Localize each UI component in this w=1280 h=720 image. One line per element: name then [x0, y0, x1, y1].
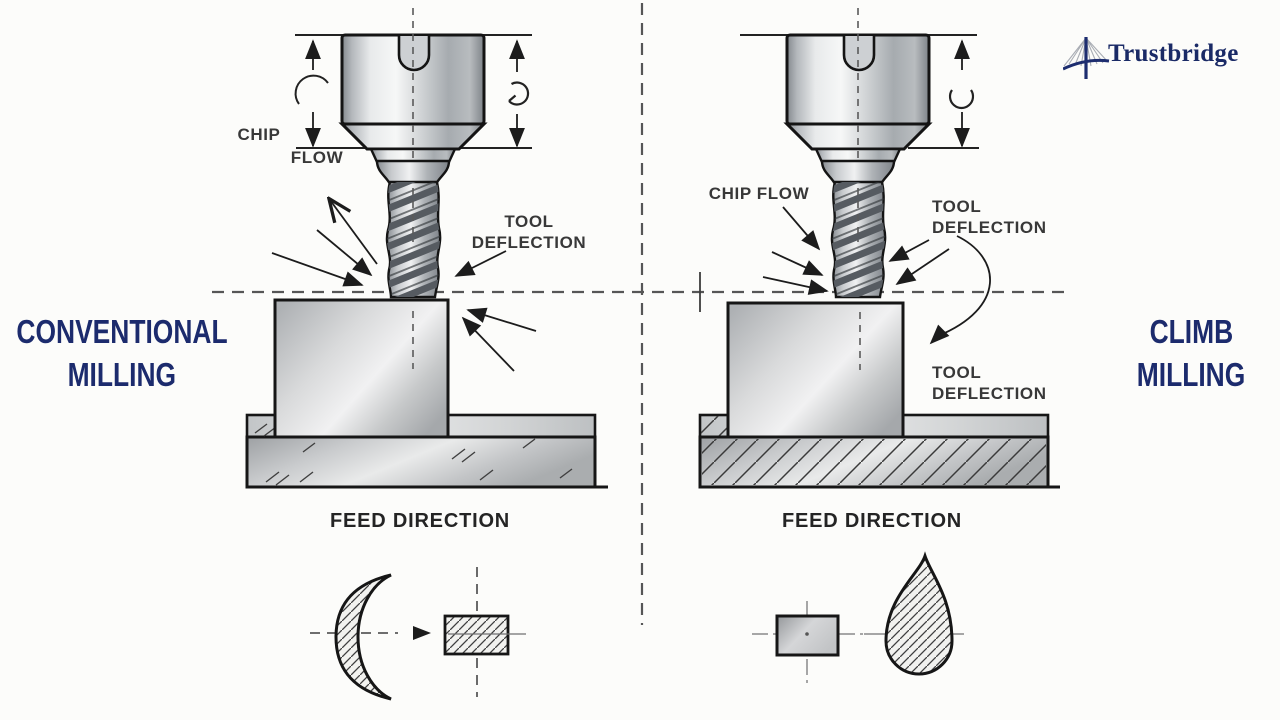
climb-milling-title: CLIMB MILLING [1123, 310, 1259, 396]
conventional-milling-title: CONVENTIONAL MILLING [0, 310, 254, 396]
machine-table-base [245, 435, 597, 489]
title-line: CONVENTIONAL [16, 313, 228, 350]
tool-deflection-arrow [454, 250, 507, 277]
chip-flow-arrow [771, 251, 824, 276]
label-line: DEFLECTION [932, 218, 1047, 237]
tool-deflection-label-right-lower: TOOL DEFLECTION [932, 362, 1047, 404]
title-line: MILLING [1136, 356, 1246, 393]
label-line: DEFLECTION [932, 384, 1047, 403]
bridge-icon [1063, 37, 1110, 79]
chip-flow-label-right: CHIP FLOW [708, 184, 810, 203]
milling-cutter [342, 8, 484, 310]
chip-rect-center-dot [805, 632, 809, 636]
climb-milling-diagram [698, 8, 1060, 489]
corner-force-arrow [461, 316, 515, 372]
direction-arrowhead [413, 626, 431, 640]
cutting-force-arrow [316, 229, 373, 277]
conventional-chip-section [310, 567, 526, 701]
workpiece-block [273, 298, 450, 439]
cutting-force-arrow [271, 252, 364, 287]
chip-flow-label-line1: CHIP [237, 125, 281, 144]
rotation-direction-icon [508, 81, 530, 106]
feed-direction-label-right: FEED DIRECTION [781, 510, 963, 532]
corner-force-arrow [466, 307, 537, 332]
climb-chip-section [752, 551, 964, 687]
tool-deflection-arrow [888, 239, 930, 262]
title-line: CLIMB [1149, 313, 1233, 350]
tool-deflection-label-right-upper: TOOL DEFLECTION [932, 196, 1047, 238]
label-line: TOOL [932, 363, 982, 382]
rotation-direction-icon [948, 89, 975, 110]
workpiece-block [726, 301, 905, 439]
label-line: DEFLECTION [471, 233, 587, 252]
label-line: TOOL [504, 212, 554, 231]
trustbridge-logo [1063, 37, 1110, 79]
table-hatch [702, 439, 1046, 485]
table-hatch [701, 416, 728, 436]
chip-rect [443, 614, 510, 656]
thick-to-thin-chip-shape [334, 573, 392, 701]
tool-deflection-arrow [895, 248, 950, 286]
feed-direction-label-left: FEED DIRECTION [329, 510, 511, 532]
tool-deflection-label-left: TOOL DEFLECTION [472, 211, 587, 253]
milling-cutter [787, 8, 929, 310]
chip-flow-arrow [762, 276, 829, 295]
chip-flow-label-line2: FLOW [290, 148, 344, 167]
label-line: TOOL [932, 197, 982, 216]
teardrop-chip-shape [884, 551, 954, 676]
title-line: MILLING [67, 356, 177, 393]
chip-flow-arrow [782, 206, 821, 251]
chip-flow-arrow [330, 200, 378, 265]
deflection-arc-arrowhead [929, 324, 950, 345]
rotation-crescent-icon [294, 74, 329, 105]
brand-name: Trustbridge [1108, 40, 1239, 67]
deflection-arc [937, 235, 991, 337]
table-hatch-ticks [254, 423, 573, 486]
conventional-milling-diagram [245, 8, 608, 489]
